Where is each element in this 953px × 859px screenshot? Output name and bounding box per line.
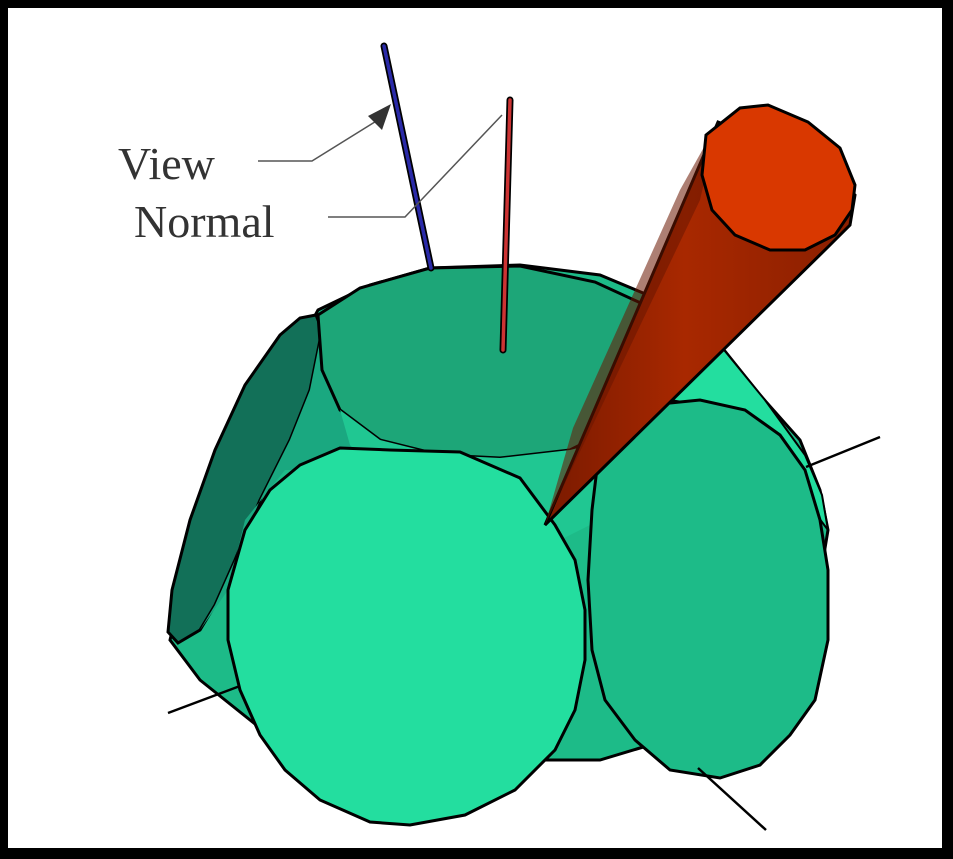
bottom-normal-line xyxy=(698,768,766,830)
polyhedron-right-face xyxy=(588,400,828,778)
arrowhead-icon xyxy=(368,104,391,130)
polyhedron-front-face xyxy=(228,448,585,825)
view-leader-line xyxy=(258,120,378,161)
normal-label: Normal xyxy=(134,196,275,247)
view-vector xyxy=(384,46,431,268)
view-label: View xyxy=(118,138,216,189)
right-normal-line xyxy=(806,437,880,467)
